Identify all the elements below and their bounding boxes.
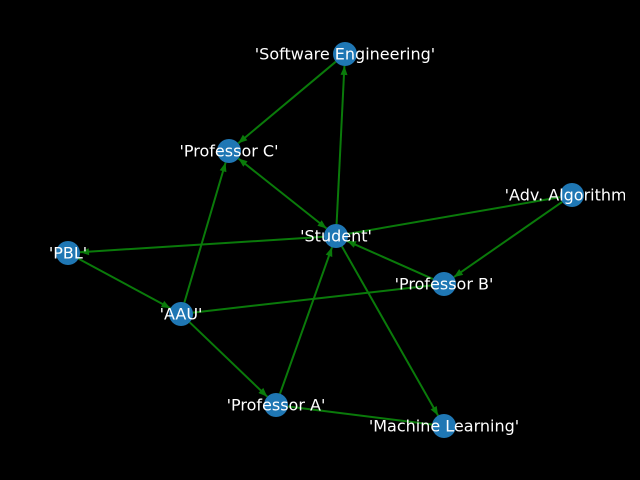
arrowhead-icon <box>340 66 348 76</box>
node-student <box>324 224 348 248</box>
arrowhead-icon <box>238 158 248 167</box>
edge-aau-to-professor-a <box>189 321 268 398</box>
arrowhead-icon <box>453 269 464 278</box>
edge-line <box>192 284 433 314</box>
edge-line <box>183 162 227 303</box>
labels-layer: 'Software Engineering' 'Professor C' 'Adv.… <box>49 45 640 436</box>
edges-layer <box>78 60 563 426</box>
node-pbl <box>56 241 80 265</box>
edge-professor-a-to-student <box>279 246 333 395</box>
arrowhead-icon <box>347 240 357 248</box>
edge-professor-b-to-student <box>346 239 434 281</box>
node-label-professor-b: 'Professor B' <box>395 275 494 294</box>
edge-aau-to-professor-c <box>183 162 227 303</box>
edge-line <box>341 245 439 417</box>
arrowhead-icon <box>238 134 248 144</box>
edge-adv-algorithms-to-professor-b <box>453 201 563 278</box>
edge-line <box>237 60 337 145</box>
node-software-engineering <box>333 42 357 66</box>
arrowhead-icon <box>430 406 439 416</box>
node-label-aau: 'AAU' <box>160 305 203 324</box>
edge-student-to-pbl <box>79 235 325 256</box>
edge-line <box>287 405 433 426</box>
edge-line <box>79 235 325 254</box>
node-label-software-engineering: 'Software Engineering' <box>255 45 435 64</box>
edge-student-to-machine-learning <box>341 245 439 417</box>
node-professor-a <box>264 393 288 417</box>
edge-student-to-software-engineering <box>335 65 348 225</box>
arrowhead-icon <box>317 220 327 229</box>
edge-line <box>279 246 333 395</box>
edge-line <box>347 196 561 235</box>
node-label-pbl: 'PBL' <box>49 244 87 263</box>
edge-line <box>78 257 171 310</box>
node-label-professor-c: 'Professor C' <box>180 142 279 161</box>
node-label-professor-a: 'Professor A' <box>227 396 326 415</box>
edge-adv-algorithms-to-student <box>347 196 561 235</box>
edge-line <box>453 201 563 278</box>
edge-line <box>237 157 328 230</box>
arrowhead-icon <box>325 247 333 257</box>
node-professor-c <box>217 139 241 163</box>
node-adv-algorithms <box>560 183 584 207</box>
edge-software-engineering-to-professor-c <box>237 60 337 145</box>
edge-pbl-to-aau <box>78 257 171 310</box>
node-label-machine-learning: 'Machine Learning' <box>369 417 519 436</box>
arrowhead-icon <box>219 162 227 173</box>
node-label-student: 'Student' <box>300 227 372 246</box>
node-machine-learning <box>432 414 456 438</box>
edge-professor-a-to-machine-learning <box>287 405 433 426</box>
arrowhead-icon <box>80 248 90 256</box>
nodes-layer <box>56 42 584 438</box>
node-professor-b <box>432 272 456 296</box>
node-label-adv-algorithms: 'Adv. Algorithms' <box>505 186 640 205</box>
edge-aau-to-professor-b <box>192 284 433 314</box>
arrowhead-icon <box>258 387 268 397</box>
node-aau <box>169 302 193 326</box>
edge-professor-c-to-student <box>237 157 328 230</box>
arrowhead-icon <box>160 300 171 309</box>
edge-line <box>346 239 434 281</box>
edge-line <box>335 65 346 225</box>
edge-line <box>189 321 268 398</box>
